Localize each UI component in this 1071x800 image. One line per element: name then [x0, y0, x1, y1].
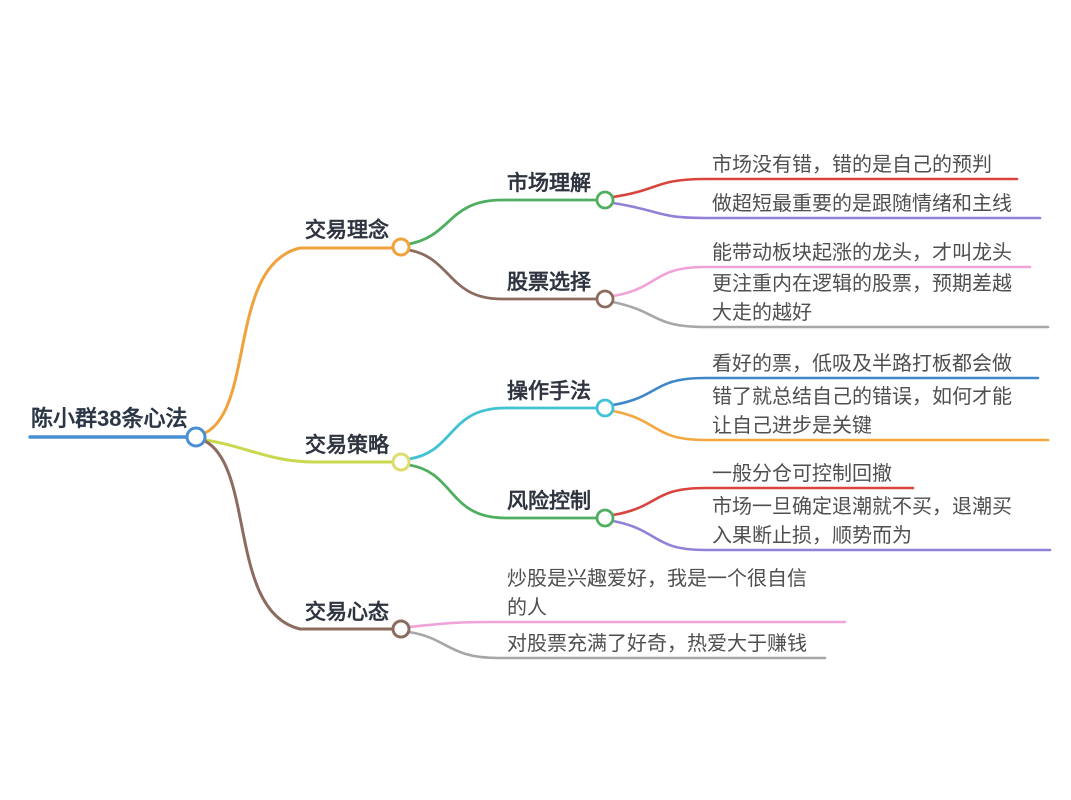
- leaf-line-mindset-1: [407, 620, 847, 629]
- leaf-line-operation-1: [611, 376, 1040, 407]
- leaf-text-market-1[interactable]: 市场没有错，错的是自己的预判: [712, 154, 992, 176]
- leaf-text-operation-1[interactable]: 看好的票，低吸及半路打板都会做: [712, 353, 1012, 375]
- leaf-line-stock-2: [611, 300, 1050, 329]
- node-circle-trading-strategy[interactable]: [391, 452, 411, 472]
- leaf-line-market-2: [611, 201, 1042, 220]
- leaf-text-operation-2[interactable]: 错了就总结自己的错误，如何才能 让自己进步是关键: [712, 386, 1012, 437]
- branch-label-market-understanding[interactable]: 市场理解: [507, 172, 591, 195]
- node-circle-market-understanding[interactable]: [595, 190, 615, 210]
- node-circle-risk-control[interactable]: [595, 508, 615, 528]
- leaf-line-risk-1: [611, 486, 915, 517]
- branch-line-stock-selection: [407, 248, 599, 301]
- leaf-text-mindset-2[interactable]: 对股票充满了好奇，热爱大于赚钱: [507, 633, 807, 655]
- branch-label-trading-mindset[interactable]: 交易心态: [305, 601, 389, 624]
- leaf-line-stock-1: [611, 265, 1032, 298]
- branch-label-risk-control[interactable]: 风险控制: [507, 490, 591, 513]
- branch-line-market-understanding: [407, 198, 599, 246]
- root-node-label[interactable]: 陈小群38条心法: [31, 406, 188, 431]
- leaf-text-risk-1[interactable]: 一般分仓可控制回撤: [712, 463, 892, 485]
- branch-line-trading-strategy: [203, 438, 395, 464]
- node-circle-operation-technique[interactable]: [595, 398, 615, 418]
- branch-label-stock-selection[interactable]: 股票选择: [507, 271, 591, 294]
- node-circle-trading-philosophy[interactable]: [391, 237, 411, 257]
- branch-label-operation-technique[interactable]: 操作手法: [507, 380, 591, 403]
- leaf-line-market-1: [611, 177, 1019, 199]
- branch-label-trading-philosophy[interactable]: 交易理念: [305, 219, 389, 242]
- leaf-text-stock-2[interactable]: 更注重内在逻辑的股票，预期差越 大走的越好: [712, 273, 1012, 324]
- branch-label-trading-strategy[interactable]: 交易策略: [305, 434, 389, 457]
- branch-line-risk-control: [407, 463, 599, 520]
- leaf-line-operation-2: [611, 409, 1050, 442]
- leaf-text-mindset-1[interactable]: 炒股是兴趣爱好，我是一个很自信 的人: [507, 568, 807, 619]
- node-circle-trading-mindset[interactable]: [391, 619, 411, 639]
- leaf-text-risk-2[interactable]: 市场一旦确定退潮就不买，退潮买 入果断止损，顺势而为: [712, 496, 1012, 547]
- branch-line-operation-technique: [407, 406, 599, 461]
- node-circle-root[interactable]: [185, 426, 207, 448]
- leaf-line-mindset-2: [407, 630, 827, 660]
- branch-line-trading-philosophy: [203, 246, 395, 435]
- leaf-text-market-2[interactable]: 做超短最重要的是跟随情绪和主线: [712, 193, 1012, 215]
- leaf-text-stock-1[interactable]: 能带动板块起涨的龙头，才叫龙头: [712, 242, 1012, 264]
- branch-line-trading-mindset: [203, 439, 395, 631]
- node-circle-stock-selection[interactable]: [595, 289, 615, 309]
- leaf-line-risk-2: [611, 519, 1052, 552]
